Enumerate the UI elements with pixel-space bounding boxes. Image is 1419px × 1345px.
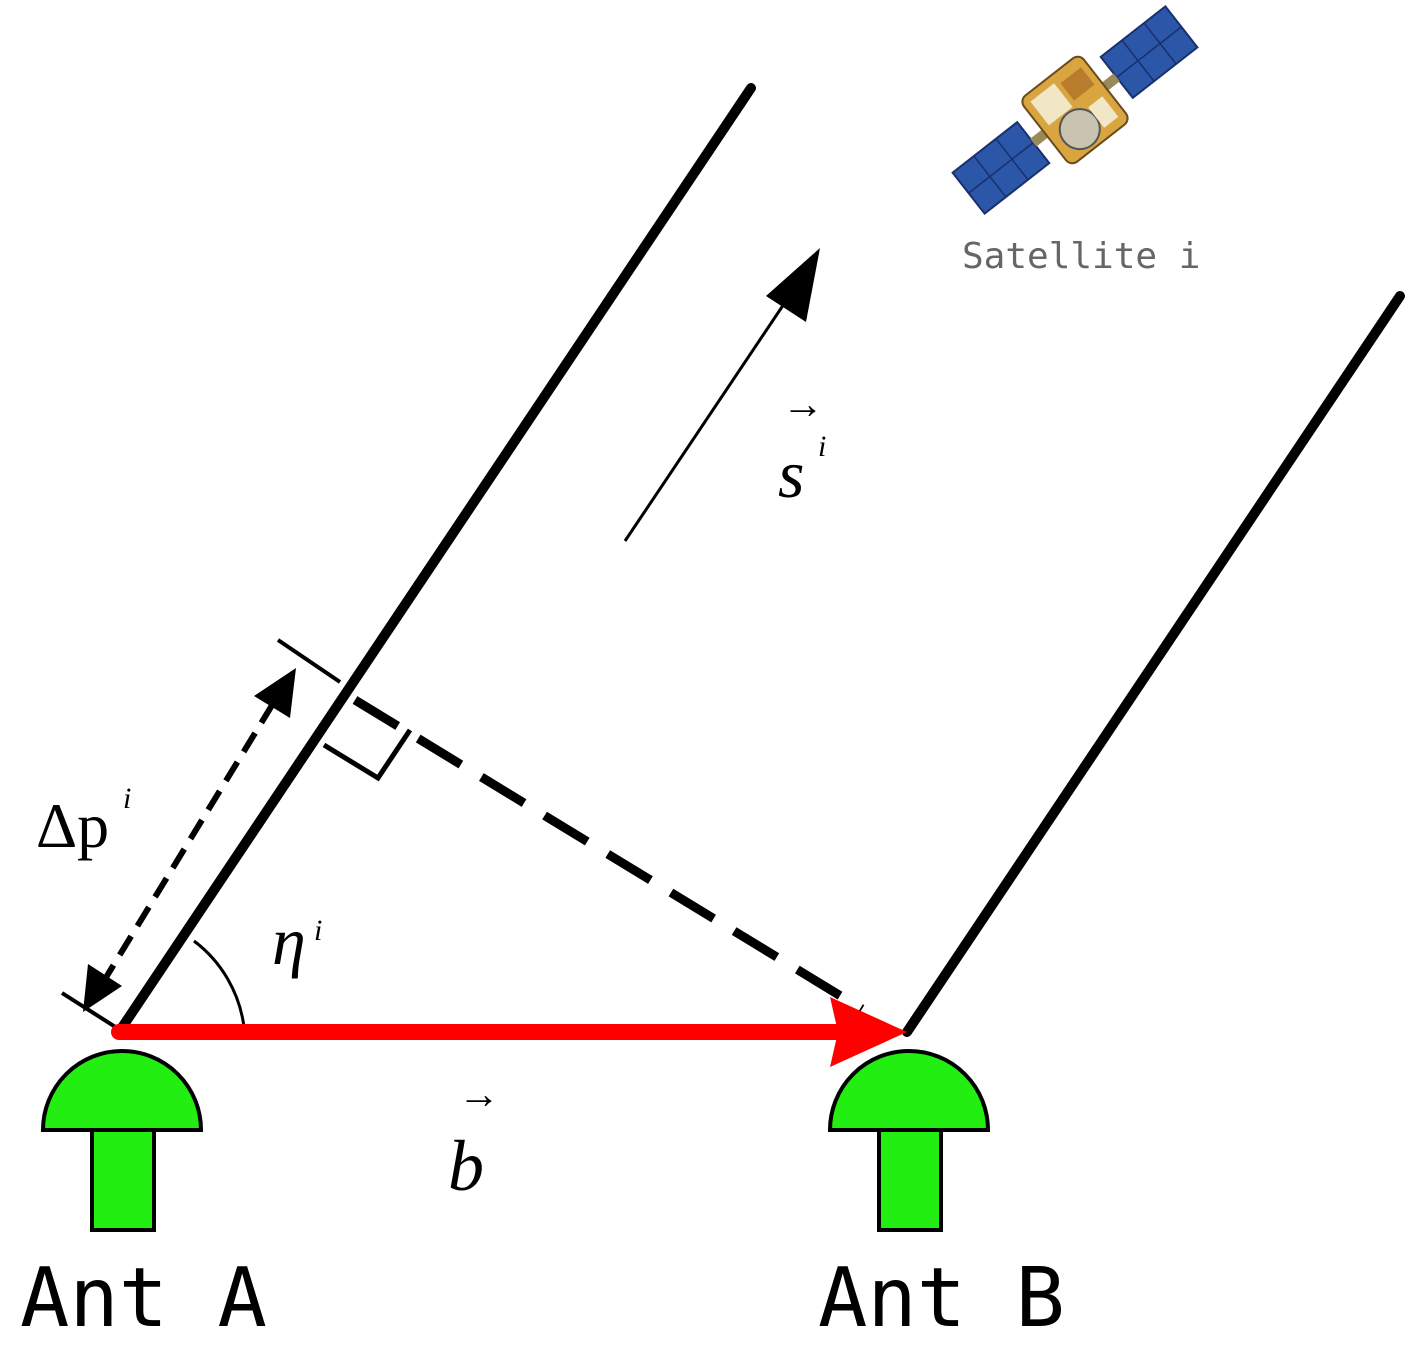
perpendicular-dashed-line <box>352 696 865 1013</box>
antenna-b-label: Ant B <box>818 1251 1065 1345</box>
delta-p-arrowhead-bottom <box>83 964 122 1012</box>
antenna-b-icon <box>827 1049 991 1232</box>
tick-mark-top <box>276 638 342 684</box>
antenna-a-icon <box>40 1049 204 1232</box>
tick-mark-bottom <box>60 991 119 1030</box>
direction-vector-arrowhead <box>766 248 820 322</box>
delta-p-arrowhead-top <box>254 668 296 718</box>
vector-s-symbol: s <box>778 436 804 512</box>
eta-superscript: i <box>314 914 322 947</box>
eta-symbol: η <box>272 903 306 979</box>
signal-line-a <box>114 83 756 1037</box>
vector-s-arrow-icon: → <box>782 382 824 428</box>
delta-p-superscript: i <box>123 782 131 815</box>
angle-arc <box>193 939 246 1028</box>
direction-vector-line <box>623 291 794 542</box>
vector-b-arrow-icon: → <box>458 1072 500 1118</box>
satellite-label: Satellite i <box>962 236 1200 277</box>
vector-s-superscript: i <box>818 430 826 463</box>
vector-b-symbol: b <box>448 1126 484 1206</box>
signal-line-b <box>902 291 1405 1037</box>
right-angle-marker <box>322 728 413 782</box>
delta-p-symbol: Δp <box>36 790 109 861</box>
delta-p-dashed-line <box>99 700 277 986</box>
baseline-vector-arrowhead <box>830 997 907 1067</box>
antenna-a-label: Ant A <box>20 1251 267 1345</box>
satellite-icon <box>951 4 1199 216</box>
